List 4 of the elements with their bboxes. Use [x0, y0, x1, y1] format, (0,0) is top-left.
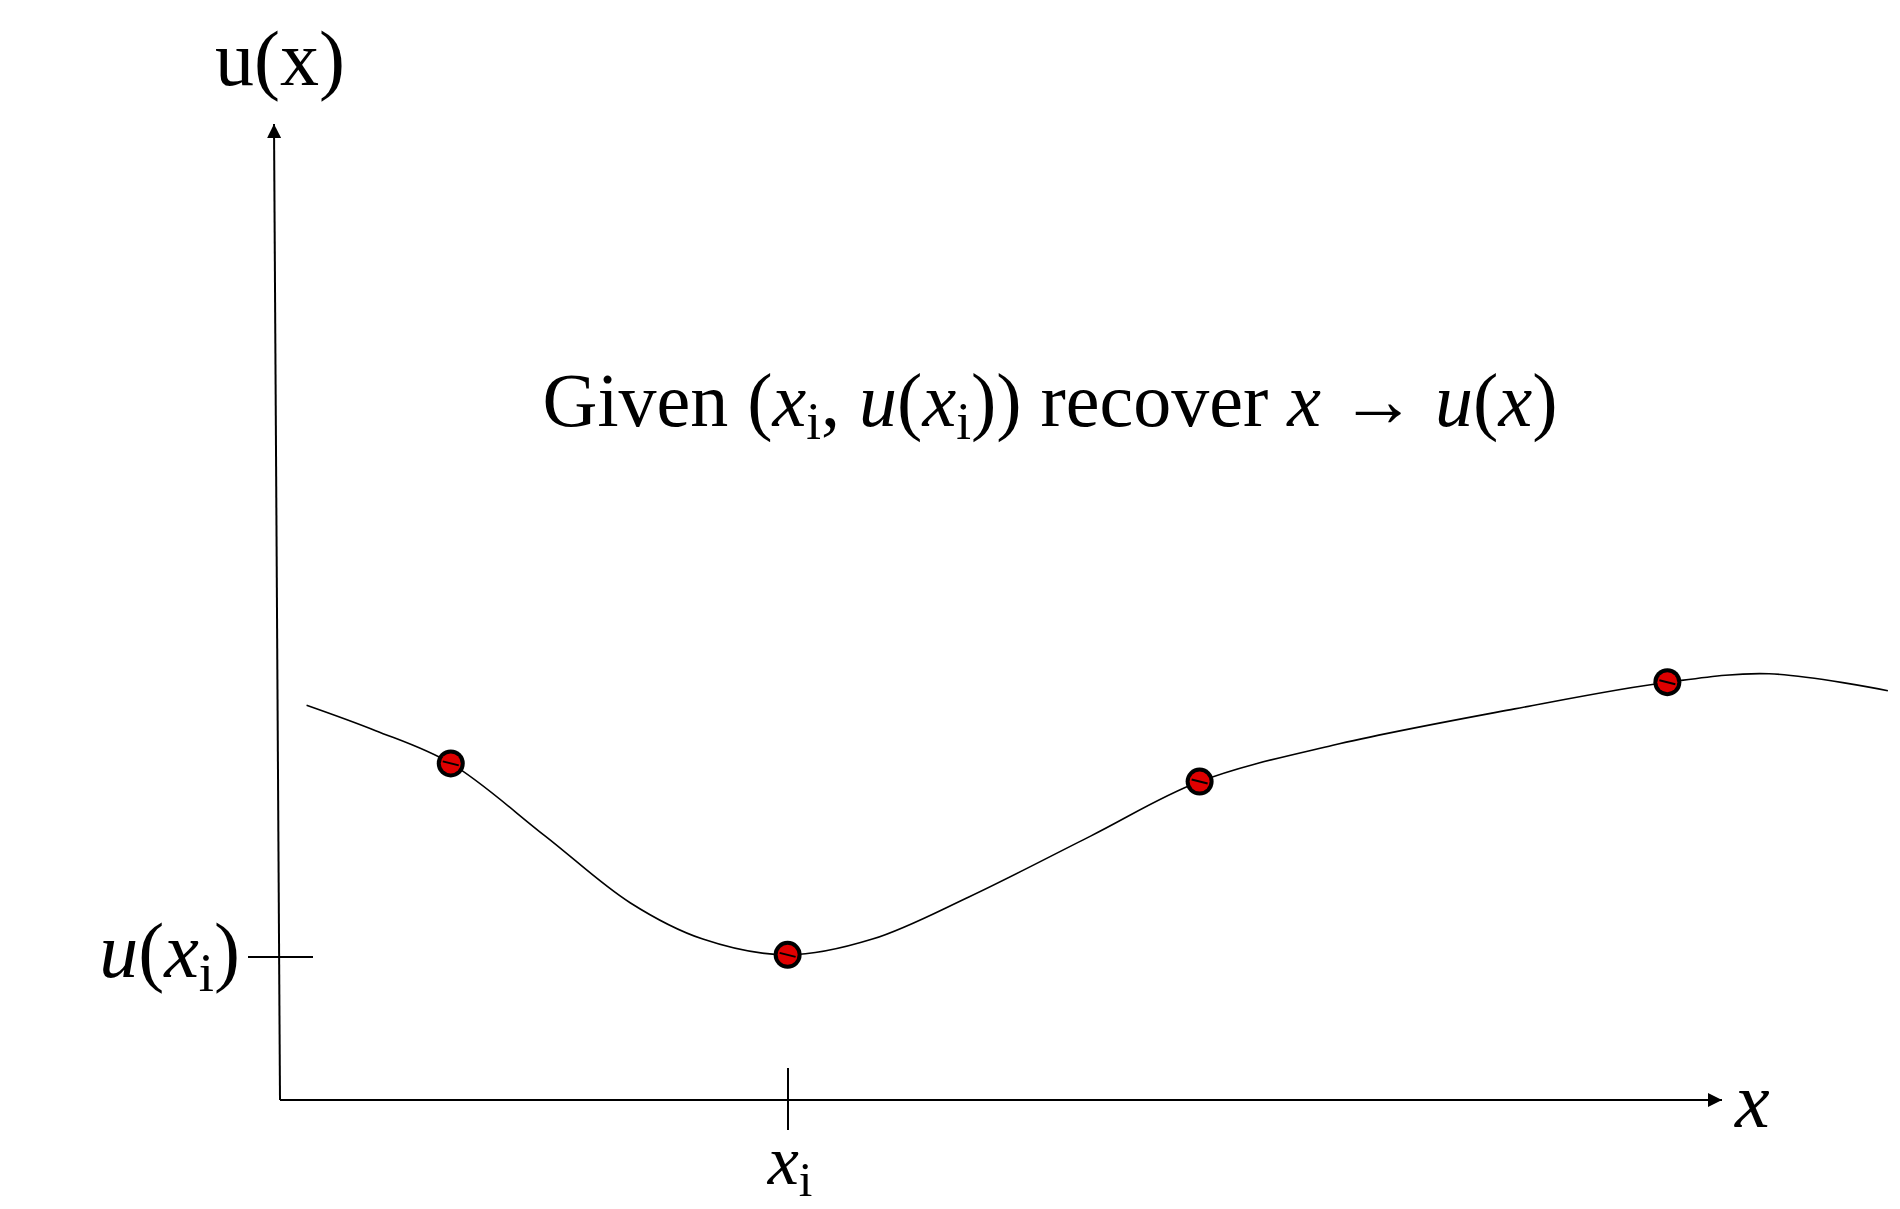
tick-label: u(x$_{i}$): [98, 912, 240, 1001]
equation-text: Given (x$_{i}$, u(x$_{i}$)) recover x → u(x): [541, 362, 1559, 449]
axis-label: x: [1735, 1062, 1771, 1140]
tick-label: x$_{i}$: [766, 1126, 814, 1205]
